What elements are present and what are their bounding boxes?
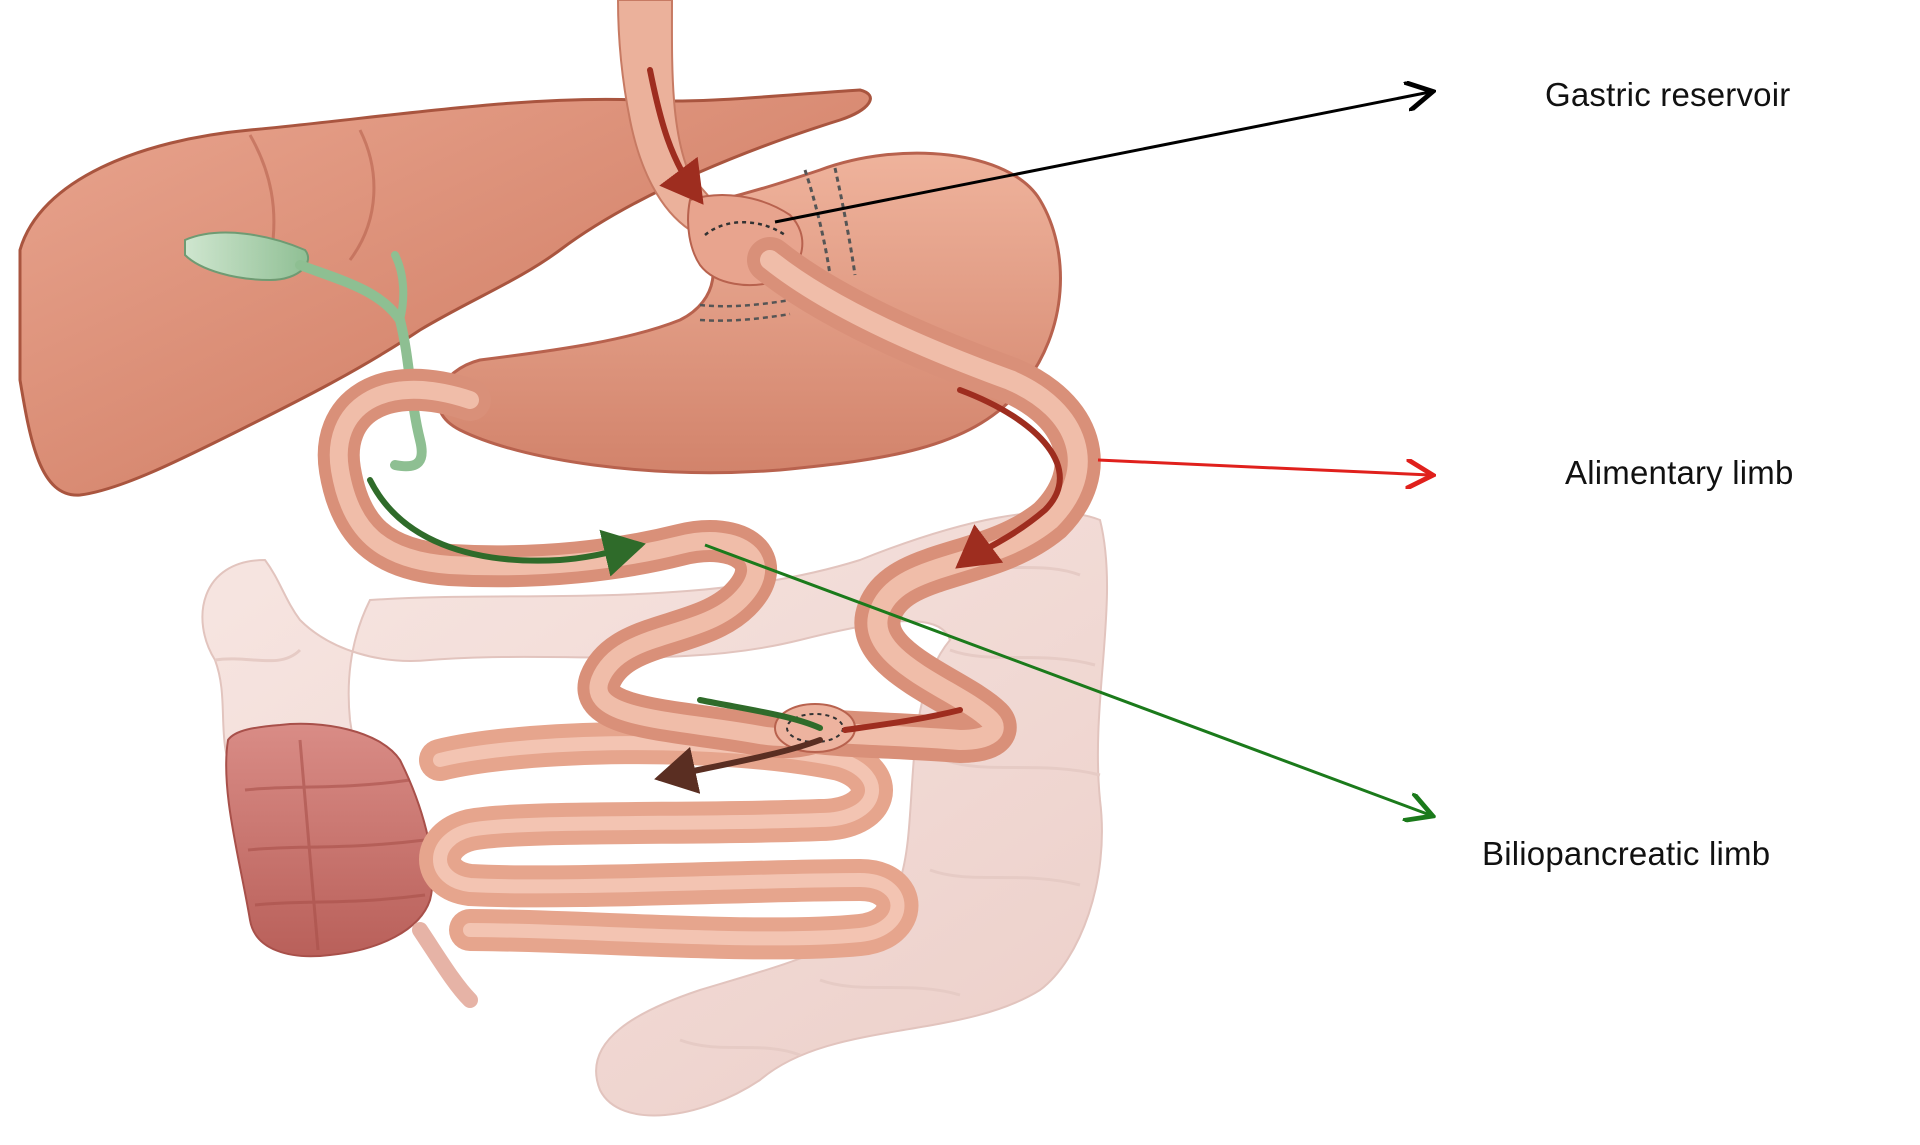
gastric-reservoir-label: Gastric reservoir [1545, 76, 1790, 114]
small-bowel-loops [440, 743, 898, 938]
biliopancreatic-limb-label: Biliopancreatic limb [1482, 835, 1770, 873]
alimentary-limb-pointer [1098, 460, 1430, 475]
alimentary-limb-label: Alimentary limb [1565, 454, 1794, 492]
